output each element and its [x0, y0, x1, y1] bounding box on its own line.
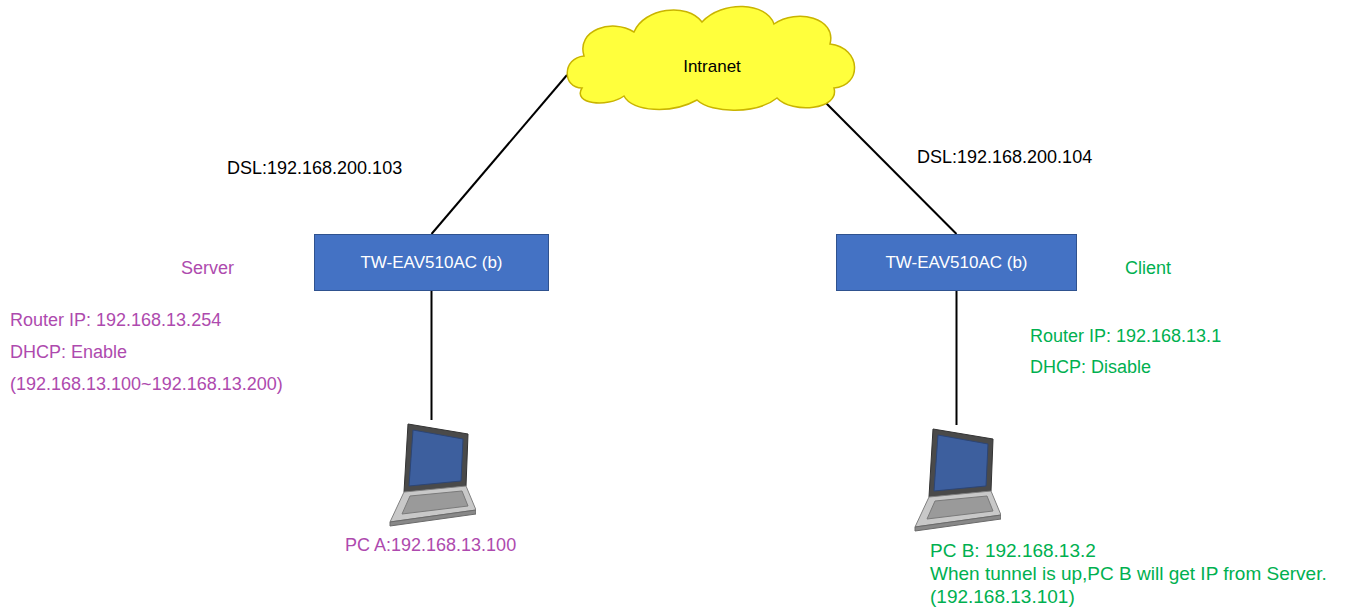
laptop-part — [390, 510, 476, 526]
link-address: DSL:192.168.200.103 — [225, 157, 404, 180]
server-note: Server — [181, 257, 234, 280]
client-note: DHCP: Disable — [1030, 356, 1151, 379]
network-link — [431, 291, 433, 420]
server-note: Router IP: 192.168.13.254 — [10, 309, 221, 332]
cloud-shape — [562, 0, 862, 112]
network-link — [956, 291, 958, 425]
pc-address: PC A:192.168.13.100 — [345, 535, 516, 557]
cloud-label: Intranet — [683, 57, 741, 77]
cloud-outline — [567, 6, 854, 110]
router-name: TW-EAV510AC (b) — [360, 253, 502, 273]
pc-address: When tunnel is up,PC B will get IP from … — [900, 563, 1327, 586]
server-note: DHCP: Enable — [10, 341, 127, 364]
client-note: Router IP: 192.168.13.1 — [1030, 325, 1221, 348]
pc-address: (192.168.13.101) — [900, 586, 1327, 609]
router-name: TW-EAV510AC (b) — [885, 253, 1027, 273]
laptop-part — [915, 515, 1001, 531]
laptop-part — [934, 435, 988, 491]
network-cloud: Intranet — [562, 0, 862, 112]
laptop-icon — [911, 425, 1001, 535]
network-link — [826, 103, 957, 234]
laptop-part — [404, 424, 468, 492]
router-box: TW-EAV510AC (b) — [314, 234, 549, 291]
pc-laptop: PC A:192.168.13.100 — [345, 420, 516, 557]
network-link — [432, 75, 568, 234]
pc-laptop: PC B: 192.168.13.2When tunnel is up,PC B… — [900, 425, 1327, 608]
laptop-part — [402, 491, 468, 514]
laptop-part — [929, 429, 993, 497]
client-note: Client — [1125, 257, 1171, 280]
pc-address: PC B: 192.168.13.2 — [900, 540, 1327, 563]
laptop-part — [409, 430, 463, 486]
laptop-part — [927, 496, 993, 519]
router-box: TW-EAV510AC (b) — [836, 234, 1077, 291]
laptop-icon — [386, 420, 476, 530]
server-note: (192.168.13.100~192.168.13.200) — [10, 373, 283, 396]
link-address: DSL:192.168.200.104 — [915, 146, 1094, 169]
